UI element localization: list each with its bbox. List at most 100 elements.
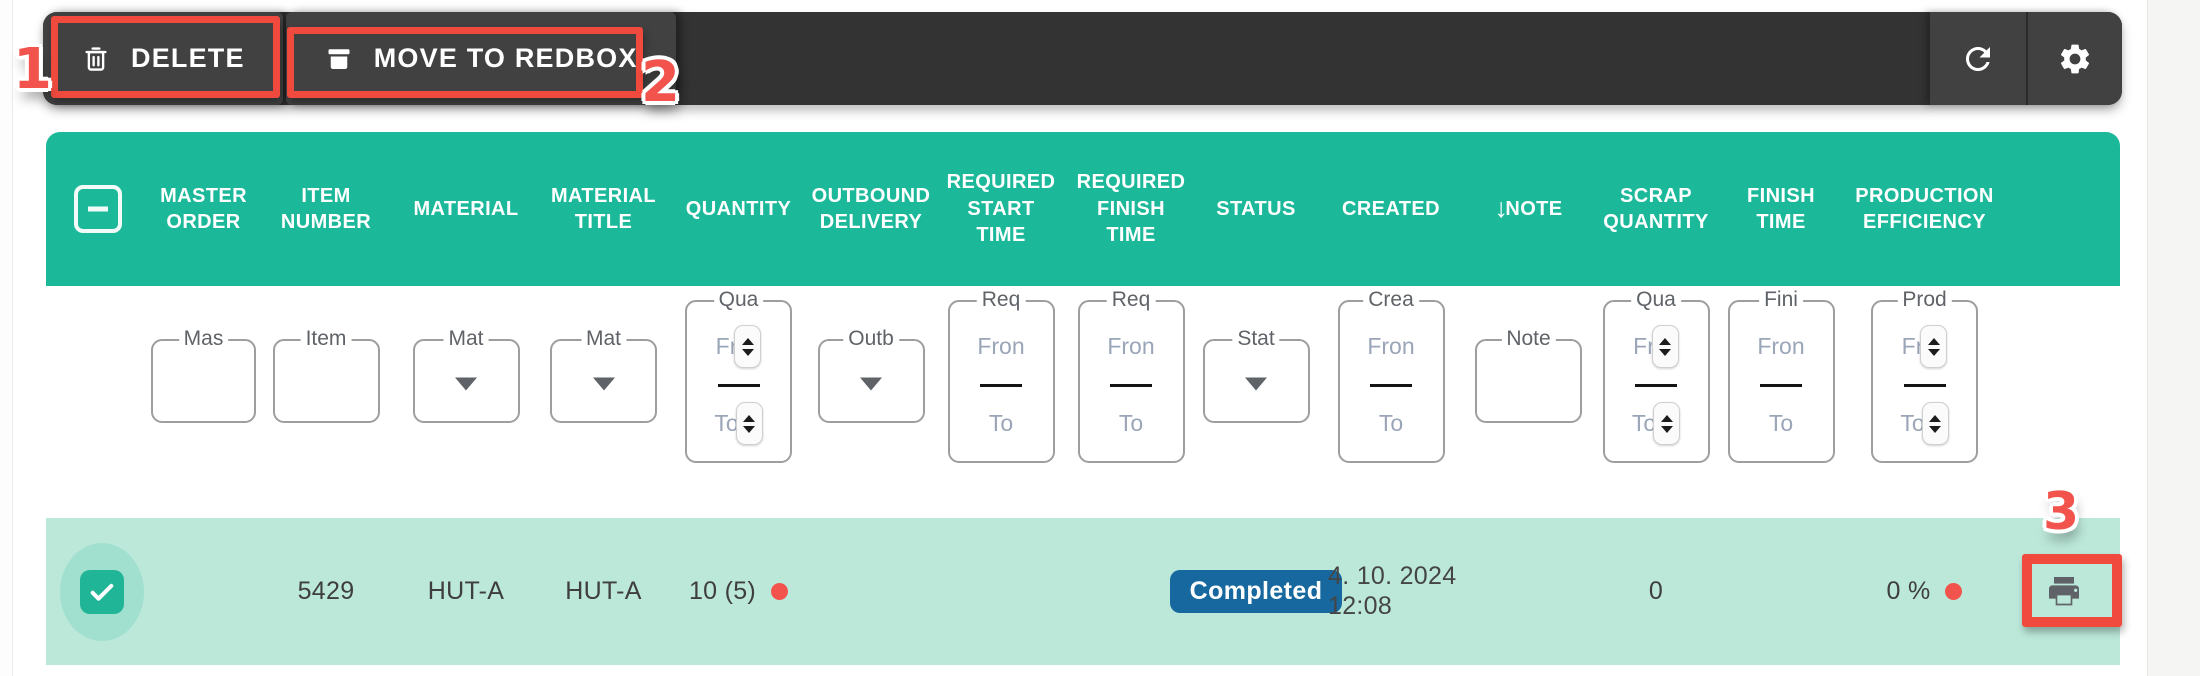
- to-placeholder: To: [714, 410, 739, 436]
- move-to-redbox-button[interactable]: MOVE TO REDBOX: [285, 12, 676, 105]
- column-header-master-order[interactable]: MASTER ORDER: [151, 183, 256, 236]
- filter-label: Outb: [843, 327, 899, 351]
- column-header-outbound-delivery[interactable]: OUTBOUND DELIVERY: [806, 183, 936, 236]
- filter-label: Req: [1106, 287, 1156, 312]
- range-to-input[interactable]: To: [1769, 410, 1793, 437]
- column-header-finish-time[interactable]: FINISH TIME: [1721, 183, 1841, 236]
- spinner-up-icon[interactable]: [1929, 414, 1942, 422]
- toolbar-spacer: [676, 12, 1930, 105]
- material-title-filter-select[interactable]: Mat: [550, 327, 657, 423]
- column-header-label: QUANTITY: [685, 197, 792, 220]
- column-header-label: ITEM NUMBER: [280, 184, 372, 233]
- refresh-button[interactable]: [1930, 12, 2026, 105]
- filter-label: Mat: [443, 327, 489, 351]
- finish-time-filter-range: Fini Fron To: [1727, 287, 1835, 463]
- range-from-input[interactable]: Fr: [1902, 325, 1948, 368]
- number-spinner[interactable]: [1920, 325, 1948, 368]
- spinner-down-icon[interactable]: [1927, 348, 1940, 356]
- range-divider: [717, 383, 760, 387]
- spinner-up-icon[interactable]: [1659, 337, 1672, 345]
- filter-label: Note: [1501, 327, 1556, 351]
- spinner-up-icon[interactable]: [1927, 337, 1940, 345]
- column-header-required-start-time[interactable]: REQUIRED START TIME: [936, 169, 1066, 248]
- status-filter-select[interactable]: Stat: [1202, 327, 1310, 423]
- cell-material-title: HUT-A: [565, 577, 642, 605]
- row-checkbox[interactable]: [80, 569, 124, 614]
- number-spinner[interactable]: [1651, 325, 1679, 368]
- spinner-down-icon[interactable]: [741, 348, 754, 356]
- spinner-up-icon[interactable]: [743, 414, 756, 422]
- item-number-filter-input[interactable]: Item: [272, 327, 380, 423]
- range-to-input[interactable]: To: [989, 410, 1013, 437]
- gear-icon: [2057, 41, 2093, 77]
- range-to-input[interactable]: To: [1379, 410, 1403, 437]
- range-from-input[interactable]: Fron: [1107, 333, 1154, 360]
- range-to-input[interactable]: To: [1632, 402, 1681, 445]
- number-spinner[interactable]: [1653, 402, 1681, 445]
- range-to-input[interactable]: To: [1900, 402, 1949, 445]
- dropdown-caret-icon: [860, 377, 882, 391]
- column-header-status[interactable]: STATUS: [1196, 196, 1316, 222]
- spinner-down-icon[interactable]: [1659, 348, 1672, 356]
- cell-item-number: 5429: [297, 577, 355, 605]
- settings-button[interactable]: [2026, 12, 2122, 105]
- sort-descending-icon: ↓: [1494, 193, 1509, 224]
- column-header-material[interactable]: MATERIAL: [396, 196, 536, 222]
- master-order-filter-input[interactable]: Mas: [151, 327, 256, 423]
- column-header-note[interactable]: ↓NOTE: [1466, 191, 1591, 227]
- select-all-checkbox[interactable]: [46, 185, 151, 233]
- column-header-label: STATUS: [1216, 197, 1296, 220]
- cell-scrap-quantity: 0: [1648, 577, 1664, 605]
- range-from-input[interactable]: Fron: [977, 333, 1024, 360]
- number-spinner[interactable]: [734, 325, 762, 368]
- spinner-down-icon[interactable]: [1929, 425, 1942, 433]
- column-header-created[interactable]: CREATED: [1316, 196, 1466, 222]
- column-header-label: MATERIAL TITLE: [550, 184, 657, 233]
- outbound-delivery-filter-select[interactable]: Outb: [817, 327, 925, 423]
- dropdown-caret-icon: [592, 377, 615, 391]
- spinner-down-icon[interactable]: [1660, 425, 1673, 433]
- delete-button[interactable]: DELETE: [43, 12, 283, 105]
- dropdown-caret-icon: [1245, 377, 1267, 391]
- created-filter-range: Crea Fron To: [1337, 287, 1445, 463]
- column-header-required-finish-time[interactable]: REQUIRED FINISH TIME: [1066, 169, 1196, 248]
- material-filter-select[interactable]: Mat: [412, 327, 520, 423]
- number-spinner[interactable]: [735, 402, 763, 445]
- range-from-input[interactable]: Fr: [1633, 325, 1679, 368]
- filter-label: Req: [976, 287, 1026, 312]
- filter-label: Prod: [1897, 287, 1952, 312]
- status-badge: Completed: [1169, 570, 1343, 613]
- filter-label: Crea: [1363, 287, 1419, 312]
- column-header-scrap-quantity[interactable]: SCRAP QUANTITY: [1591, 183, 1721, 236]
- print-button[interactable]: [2044, 572, 2084, 612]
- column-header-production-efficiency[interactable]: PRODUCTION EFFICIENCY: [1841, 183, 2008, 236]
- column-header-item-number[interactable]: ITEM NUMBER: [256, 183, 396, 236]
- cell-material: HUT-A: [427, 577, 505, 605]
- number-spinner[interactable]: [1921, 402, 1949, 445]
- range-from-input[interactable]: Fron: [1367, 333, 1414, 360]
- checkbox-dash: [88, 206, 108, 212]
- to-placeholder: To: [1118, 410, 1144, 436]
- from-placeholder: Fr: [715, 333, 738, 359]
- filter-label: Stat: [1232, 327, 1280, 351]
- table-row[interactable]: 5429 HUT-A HUT-A 10 (5) Completed 4. 10.…: [46, 518, 2120, 665]
- alert-dot-icon: [771, 583, 789, 600]
- from-placeholder: Fron: [1367, 333, 1415, 359]
- filter-label: Qua: [1631, 287, 1681, 312]
- column-header-label: NOTE: [1505, 197, 1563, 220]
- to-placeholder: To: [988, 410, 1014, 436]
- spinner-up-icon[interactable]: [1660, 414, 1673, 422]
- range-to-input[interactable]: To: [1119, 410, 1143, 437]
- column-header-label: CREATED: [1342, 197, 1440, 220]
- spinner-down-icon[interactable]: [743, 425, 756, 433]
- range-from-input[interactable]: Fr: [716, 325, 762, 368]
- range-to-input[interactable]: To: [714, 402, 763, 445]
- toolbar-icon-group: [1930, 12, 2122, 105]
- range-from-input[interactable]: Fron: [1757, 333, 1804, 360]
- bulk-actions-toolbar: DELETE MOVE TO REDBOX: [43, 12, 2122, 105]
- filter-row: Mas Item Mat Mat Qua Fr: [46, 286, 2120, 476]
- column-header-quantity[interactable]: QUANTITY: [671, 196, 806, 222]
- spinner-up-icon[interactable]: [741, 337, 754, 345]
- note-filter-input[interactable]: Note: [1475, 327, 1582, 423]
- column-header-material-title[interactable]: MATERIAL TITLE: [536, 183, 671, 236]
